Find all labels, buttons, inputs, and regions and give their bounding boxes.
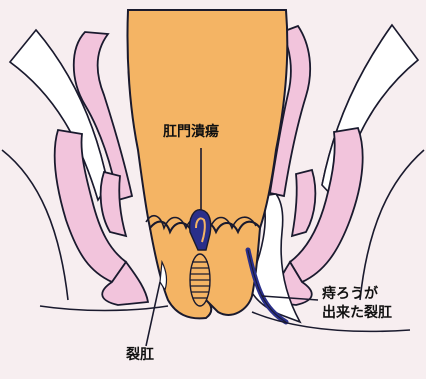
rectum-upper: [127, 10, 287, 232]
label-anal-ulcer: 肛門潰瘍: [163, 123, 219, 142]
fissure-mark: [190, 254, 210, 306]
label-fistula-fissure: 痔ろうが 出来た裂肛: [322, 285, 392, 323]
label-fistula-fissure-line1: 痔ろうが: [322, 285, 392, 304]
label-fistula-fissure-line2: 出来た裂肛: [322, 304, 392, 323]
label-anal-fissure: 裂肛: [126, 346, 154, 365]
